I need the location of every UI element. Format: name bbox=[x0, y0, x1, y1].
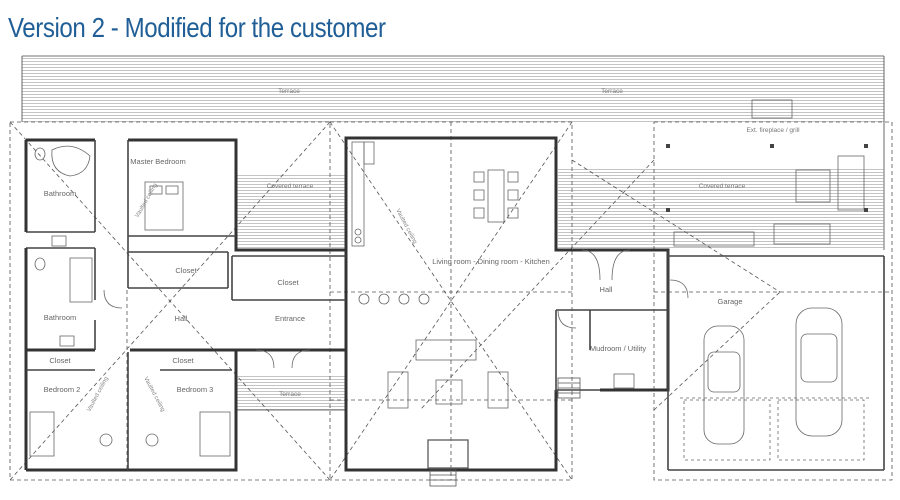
fireplace-label: Ext. fireplace / grill bbox=[746, 127, 800, 134]
front-terrace bbox=[236, 376, 346, 410]
covered-terrace-left-label: Covered terrace bbox=[267, 183, 314, 190]
master-bedroom-label: Master Bedroom bbox=[130, 157, 185, 166]
rear-terrace bbox=[22, 56, 884, 122]
closet-bed2-label: Closet bbox=[49, 356, 71, 365]
bathroom-label: Bathroom bbox=[44, 189, 77, 198]
garage-label: Garage bbox=[717, 297, 742, 306]
covered-terrace-left bbox=[236, 174, 346, 250]
columns bbox=[666, 144, 868, 212]
roof-outline bbox=[9, 121, 893, 481]
front-terrace-label: Terrace bbox=[279, 391, 301, 398]
covered-terrace-right bbox=[558, 168, 884, 250]
vaulted-ceiling-label: Vaulted ceiling bbox=[86, 376, 109, 413]
vaulted-ceiling-label: Vaulted ceiling bbox=[142, 376, 165, 413]
closet-master-label: Closet bbox=[175, 266, 197, 275]
bedroom-2-label: Bedroom 2 bbox=[44, 385, 81, 394]
vaulted-ceiling-label: Vaulted ceiling bbox=[394, 208, 417, 245]
bedroom-3-label: Bedroom 3 bbox=[177, 385, 214, 394]
page-title: Version 2 - Modified for the customer bbox=[8, 12, 386, 43]
terrace-right-label: Terrace bbox=[601, 88, 623, 95]
entrance-label: Entrance bbox=[275, 314, 305, 323]
covered-terrace-right-label: Covered terrace bbox=[699, 183, 746, 190]
mudroom-label: Mudroom / Utility bbox=[590, 344, 647, 353]
interior-walls bbox=[26, 140, 885, 471]
vaulted-ceiling-label: Vaulted ceiling bbox=[135, 183, 159, 219]
hall-left-label: Hall bbox=[175, 314, 188, 323]
steps bbox=[429, 377, 581, 487]
closet-entrance-label: Closet bbox=[277, 278, 299, 287]
closet-bed3-label: Closet bbox=[172, 356, 194, 365]
bathroom-2-label: Bathroom bbox=[44, 313, 77, 322]
fixtures bbox=[29, 99, 870, 469]
living-label: Living room - Dining room - Kitchen bbox=[432, 257, 550, 266]
terrace-left-label: Terrace bbox=[278, 88, 300, 95]
hall-right-label: Hall bbox=[600, 285, 613, 294]
